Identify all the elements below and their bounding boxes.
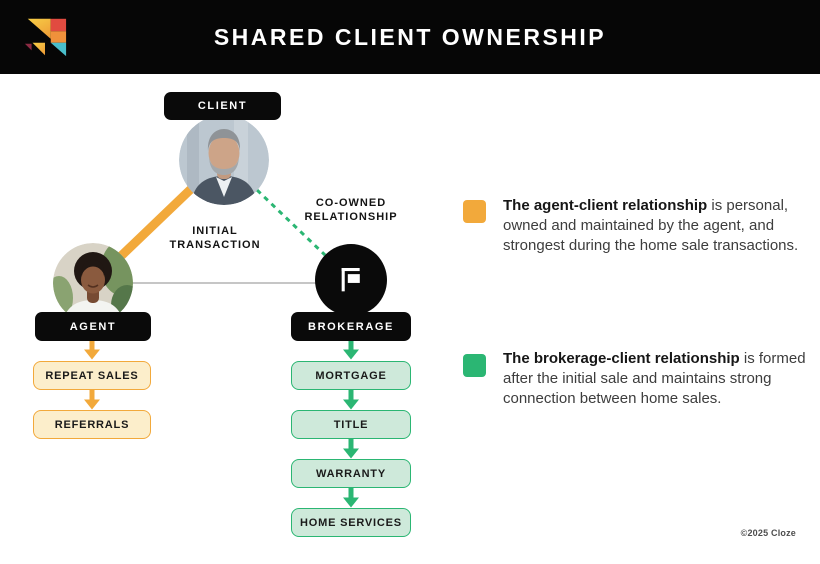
brokerage-legend-lead: The brokerage-client relationship xyxy=(503,350,740,367)
agent-avatar xyxy=(53,243,133,323)
initial-transaction-label: INITIAL TRANSACTION xyxy=(169,225,261,251)
title-box: TITLE xyxy=(291,410,411,439)
warranty-box: WARRANTY xyxy=(291,459,411,488)
cloze-logo xyxy=(24,18,67,57)
repeat-sales-box: REPEAT SALES xyxy=(33,361,151,390)
client-avatar xyxy=(179,115,269,205)
agent-legend-lead: The agent-client relationship xyxy=(503,197,708,214)
brokerage-legend-rest: is formed after the initial sale and mai… xyxy=(503,350,806,407)
flow-arrow-green xyxy=(343,390,359,410)
agent-legend-bullet xyxy=(463,200,486,223)
agent-photo xyxy=(53,243,133,323)
co-owned-relationship-label: CO-OWNED RELATIONSHIP xyxy=(304,197,398,223)
brokerage-legend-bullet xyxy=(463,354,486,377)
header-bar: SHARED CLIENT OWNERSHIP xyxy=(0,0,820,74)
client-node-label: CLIENT xyxy=(164,92,281,120)
flow-arrow-green xyxy=(343,439,359,459)
copyright-text: ©2025 Cloze xyxy=(740,528,796,538)
brokerage-legend-text: The brokerage-client relationship is for… xyxy=(503,349,815,409)
referrals-box: REFERRALS xyxy=(33,410,151,439)
home-services-box: HOME SERVICES xyxy=(291,508,411,537)
agent-legend-text: The agent-client relationship is persona… xyxy=(503,196,815,256)
flow-arrow-orange xyxy=(84,390,100,410)
brokerage-node-label: BROKERAGE xyxy=(291,312,411,341)
page-title: SHARED CLIENT OWNERSHIP xyxy=(213,23,607,50)
for-sale-sign-icon xyxy=(341,268,360,292)
agent-legend-rest: is personal, owned and maintained by the… xyxy=(503,197,799,254)
flow-arrow-green xyxy=(343,340,359,360)
flow-arrow-orange xyxy=(84,340,100,360)
flow-arrow-green xyxy=(343,488,359,508)
client-photo xyxy=(179,115,269,205)
agent-node-label: AGENT xyxy=(35,312,151,341)
mortgage-box: MORTGAGE xyxy=(291,361,411,390)
brokerage-node xyxy=(315,244,387,316)
